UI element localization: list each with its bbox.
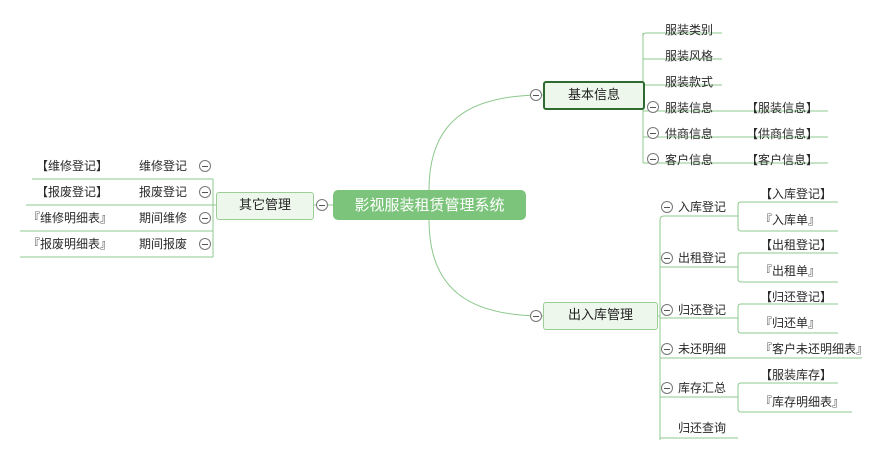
minus-circle-icon[interactable]: [199, 186, 211, 198]
node-repair-register[interactable]: 维修登记: [139, 159, 188, 173]
node-period-repair[interactable]: 期间维修: [139, 211, 188, 225]
minus-circle-icon[interactable]: [530, 310, 542, 322]
minus-circle-icon[interactable]: [661, 201, 673, 213]
link-return-slip[interactable]: 『归还单』: [760, 316, 821, 330]
link-customer-info[interactable]: 【客户信息】: [746, 153, 819, 167]
link-supplier-info[interactable]: 【供商信息】: [746, 127, 819, 141]
node-supplier-info[interactable]: 供商信息: [665, 127, 714, 141]
minus-circle-icon[interactable]: [530, 89, 542, 101]
branch-inout-management[interactable]: 出入库管理: [543, 302, 658, 330]
node-return-query[interactable]: 归还查询: [678, 421, 727, 435]
minus-circle-icon[interactable]: [199, 160, 211, 172]
branch-basic-info[interactable]: 基本信息: [543, 81, 645, 110]
node-customer-info[interactable]: 客户信息: [665, 153, 714, 167]
node-inventory-summary[interactable]: 库存汇总: [678, 381, 727, 395]
node-scrap-register[interactable]: 报废登记: [139, 185, 188, 199]
node-unreturned-detail[interactable]: 未还明细: [678, 342, 727, 356]
node-clothing-category[interactable]: 服装类别: [665, 23, 714, 37]
link-repair-register[interactable]: 【维修登记】: [36, 159, 109, 173]
link-return[interactable]: 【归还登记】: [760, 290, 833, 304]
link-stock-in[interactable]: 【入库登记】: [760, 187, 833, 201]
link-scrap-register[interactable]: 【报废登记】: [36, 185, 109, 199]
branch-other-management[interactable]: 其它管理: [216, 192, 314, 220]
node-rent-out[interactable]: 出租登记: [678, 251, 727, 265]
node-clothing-info[interactable]: 服装信息: [665, 101, 714, 115]
minus-circle-icon[interactable]: [647, 101, 659, 113]
link-unreturned-report[interactable]: 『客户未还明细表』: [760, 342, 869, 356]
minus-circle-icon[interactable]: [647, 153, 659, 165]
minus-circle-icon[interactable]: [199, 238, 211, 250]
link-rent-slip[interactable]: 『出租单』: [760, 264, 821, 278]
node-period-scrap[interactable]: 期间报废: [139, 237, 188, 251]
link-rent-out[interactable]: 【出租登记】: [760, 238, 833, 252]
node-stock-in[interactable]: 入库登记: [678, 200, 727, 214]
node-clothing-model[interactable]: 服装款式: [665, 75, 714, 89]
link-stock-in-slip[interactable]: 『入库单』: [760, 213, 821, 227]
link-clothing-inventory[interactable]: 【服装库存】: [760, 368, 833, 382]
node-return[interactable]: 归还登记: [678, 303, 727, 317]
root-node[interactable]: 影视服装租赁管理系统: [333, 190, 526, 220]
link-scrap-detail[interactable]: 『报废明细表』: [28, 237, 113, 251]
link-repair-detail[interactable]: 『维修明细表』: [28, 211, 113, 225]
minus-circle-icon[interactable]: [647, 127, 659, 139]
minus-circle-icon[interactable]: [661, 252, 673, 264]
link-clothing-info[interactable]: 【服装信息】: [746, 101, 819, 115]
minus-circle-icon[interactable]: [661, 343, 673, 355]
node-clothing-style[interactable]: 服装风格: [665, 49, 714, 63]
minus-circle-icon[interactable]: [661, 304, 673, 316]
minus-circle-icon[interactable]: [316, 199, 328, 211]
minus-circle-icon[interactable]: [661, 382, 673, 394]
link-inventory-detail[interactable]: 『库存明细表』: [760, 395, 845, 409]
minus-circle-icon[interactable]: [199, 212, 211, 224]
